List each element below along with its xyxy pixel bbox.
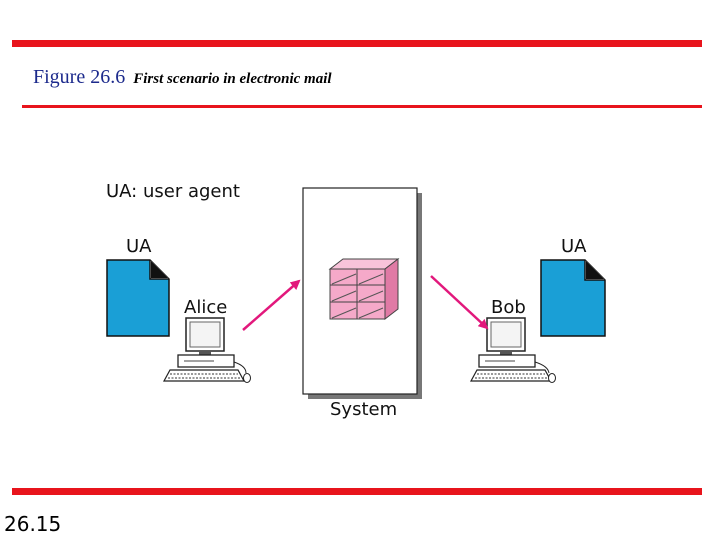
top-rule xyxy=(12,40,702,47)
deliver-arrow xyxy=(430,275,489,330)
bottom-rule xyxy=(12,488,702,495)
send-arrow xyxy=(242,279,301,331)
sender-computer-icon xyxy=(162,317,251,383)
mailbox-icon xyxy=(328,257,400,321)
receiver-computer-icon xyxy=(469,317,556,383)
right-ua-label: UA xyxy=(561,236,587,257)
left-ua-label: UA xyxy=(126,236,152,257)
figure-caption: First scenario in electronic mail xyxy=(133,71,332,87)
sender-label: Alice xyxy=(184,297,227,318)
figure-title: Figure 26.6 First scenario in electronic … xyxy=(33,66,332,89)
receiver-label: Bob xyxy=(491,297,526,318)
legend-label: UA: user agent xyxy=(106,181,240,202)
system-label: System xyxy=(330,399,397,420)
title-rule xyxy=(22,105,702,108)
page-number: 26.15 xyxy=(4,512,62,536)
left-document-icon xyxy=(106,259,170,337)
figure-number: Figure 26.6 xyxy=(33,66,126,88)
right-document-icon xyxy=(540,259,606,337)
